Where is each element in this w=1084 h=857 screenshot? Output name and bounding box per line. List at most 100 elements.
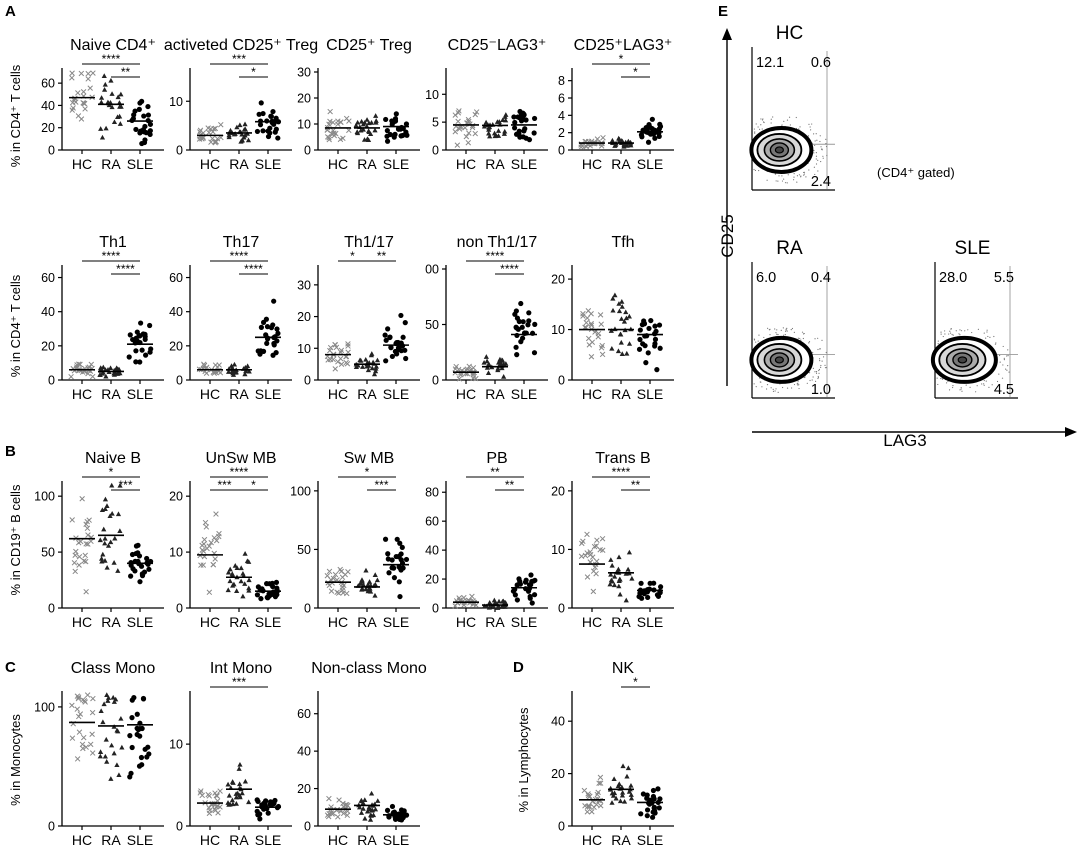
data-point-ra xyxy=(607,581,613,587)
data-point-ra xyxy=(102,753,108,759)
flow-event xyxy=(759,128,761,130)
flow-event xyxy=(815,163,818,165)
data-point-ra xyxy=(618,316,625,321)
data-point-ra xyxy=(242,364,248,370)
data-point-hc xyxy=(202,519,209,526)
flow-event xyxy=(1001,377,1004,379)
flow-event xyxy=(793,383,796,386)
data-point-sle xyxy=(651,796,657,802)
data-point-ra xyxy=(612,573,618,579)
plot-title: CD25⁺LAG3⁺ xyxy=(574,37,673,54)
flow-event xyxy=(799,337,801,340)
data-point-hc xyxy=(214,793,220,799)
data-point-sle xyxy=(265,335,271,341)
data-point-ra xyxy=(612,143,618,148)
flow-event xyxy=(951,333,953,336)
plot-title: Naive B xyxy=(85,450,141,467)
data-point-sle xyxy=(637,590,643,596)
plot-title: UnSw MB xyxy=(205,450,276,467)
data-point-sle xyxy=(657,121,663,127)
data-point-ra xyxy=(617,591,623,597)
data-point-hc xyxy=(589,339,596,345)
data-point-sle xyxy=(656,322,663,328)
flow-event xyxy=(1003,358,1005,361)
data-point-ra xyxy=(628,795,635,801)
data-point-sle xyxy=(397,540,403,546)
data-point-ra xyxy=(231,131,237,137)
data-point-hc xyxy=(592,329,598,335)
flow-event xyxy=(813,166,815,168)
data-point-hc xyxy=(83,541,89,547)
data-point-ra xyxy=(610,295,616,301)
data-point-hc xyxy=(197,129,203,135)
y-tick-label: 100 xyxy=(290,484,311,498)
data-point-sle xyxy=(254,128,261,135)
data-point-ra xyxy=(369,351,375,356)
data-point-hc xyxy=(327,347,333,354)
flow-event xyxy=(785,329,787,331)
flow-event xyxy=(967,329,969,331)
data-point-ra xyxy=(103,125,109,131)
data-point-ra xyxy=(237,781,243,787)
lag3-axis-arrowhead xyxy=(1065,427,1077,437)
y-tick-label: 0 xyxy=(48,374,55,388)
data-point-ra xyxy=(119,744,125,750)
x-tick-label-hc: HC xyxy=(456,614,476,630)
flow-event xyxy=(1005,368,1007,370)
flow-event xyxy=(988,386,990,388)
data-point-ra xyxy=(239,137,245,143)
y-tick-label: 100 xyxy=(34,700,55,714)
data-point-ra xyxy=(486,604,492,610)
flow-event xyxy=(986,329,988,331)
data-point-sle xyxy=(653,328,659,334)
flow-event xyxy=(942,335,944,338)
quadrant-upper-left-value: 12.1 xyxy=(756,55,784,71)
data-point-hc xyxy=(76,554,83,560)
data-point-hc xyxy=(69,75,75,81)
data-point-sle xyxy=(135,542,141,548)
flow-event xyxy=(969,386,971,388)
flow-event xyxy=(937,343,939,345)
data-point-hc xyxy=(458,371,464,378)
flow-event xyxy=(820,148,823,150)
data-point-hc xyxy=(599,351,606,358)
data-point-sle xyxy=(646,325,652,332)
data-point-sle xyxy=(139,762,145,768)
data-point-ra xyxy=(503,112,509,117)
data-point-hc xyxy=(343,115,350,122)
significance-label: *** xyxy=(217,478,231,492)
plot-title: Trans B xyxy=(595,450,650,467)
flow-event xyxy=(825,145,828,148)
flow-event xyxy=(819,360,821,362)
data-point-ra xyxy=(608,328,614,333)
data-point-sle xyxy=(142,123,148,130)
data-point-ra xyxy=(620,763,626,769)
data-point-sle xyxy=(531,350,538,356)
data-point-hc xyxy=(331,130,337,136)
data-point-ra xyxy=(109,104,115,110)
x-tick-label-hc: HC xyxy=(582,614,602,630)
data-point-hc xyxy=(69,735,76,741)
data-point-sle xyxy=(265,810,271,816)
data-point-sle xyxy=(130,336,136,343)
data-point-sle xyxy=(129,715,135,721)
flow-event xyxy=(803,173,806,175)
density-contour xyxy=(774,356,784,364)
significance-label: *** xyxy=(374,478,388,492)
flow-event xyxy=(787,174,789,176)
x-tick-label-ra: RA xyxy=(611,156,631,172)
data-point-sle xyxy=(396,579,402,585)
data-point-hc xyxy=(332,342,339,348)
flow-event xyxy=(802,333,805,335)
data-point-sle xyxy=(398,551,404,557)
flow-event xyxy=(941,378,944,380)
flow-event xyxy=(814,371,816,373)
plot-title: Int Mono xyxy=(210,660,272,677)
data-point-sle xyxy=(386,570,392,576)
significance-label: *** xyxy=(232,52,246,66)
data-point-ra xyxy=(242,551,248,556)
